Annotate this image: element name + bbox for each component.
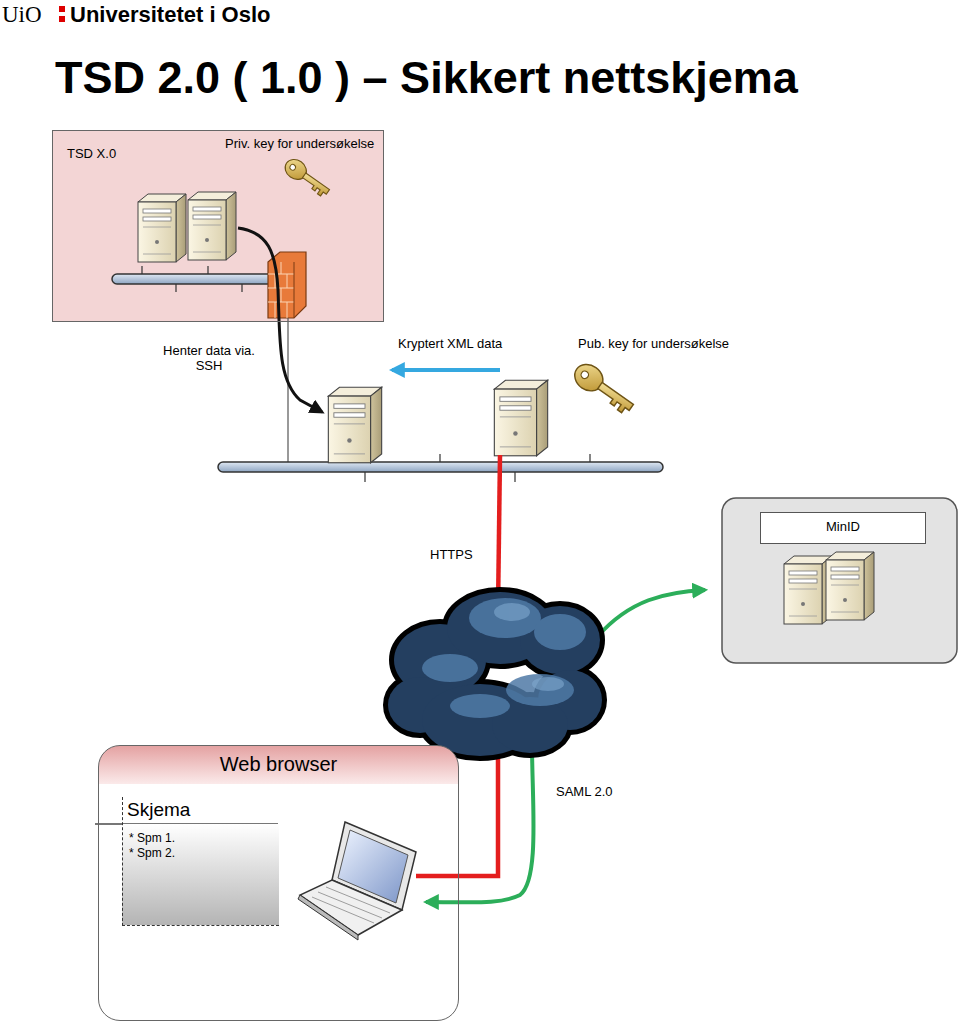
server xyxy=(328,387,381,463)
node-text: * Spm 2. xyxy=(129,847,175,861)
logo-dot xyxy=(59,6,65,12)
logo-name: Universitetet i Oslo xyxy=(70,2,271,27)
public-key xyxy=(570,359,639,417)
https-line xyxy=(498,455,500,610)
server xyxy=(494,380,547,456)
node-text: * Spm 1. xyxy=(129,832,175,846)
tsd-box: TSD X.0 Priv. key for undersøkelse xyxy=(52,130,384,322)
node-text: Skjema xyxy=(127,799,190,821)
server xyxy=(826,552,874,620)
firewall-link xyxy=(287,318,288,468)
ssh-label: Henter data via. SSH xyxy=(150,344,268,374)
tsd-region xyxy=(52,130,384,322)
ssh-arrow xyxy=(238,228,322,412)
key-label: Pub. key for undersøkelse xyxy=(578,337,729,352)
node-text: Priv. key for undersøkelse xyxy=(225,137,374,152)
saml-arrow xyxy=(598,590,705,636)
https-label: HTTPS xyxy=(430,548,473,563)
node-text: MinID xyxy=(761,520,925,535)
private-key xyxy=(281,155,333,199)
browser-box: Web browserSkjema * Spm 1.* Spm 2. xyxy=(98,745,459,1021)
node-text: Web browser xyxy=(99,753,458,776)
form-panel: Skjema * Spm 1.* Spm 2. xyxy=(122,797,279,926)
network-bus xyxy=(112,274,282,284)
saml-label: SAML 2.0 xyxy=(556,785,613,800)
logo-uio: UiO xyxy=(2,2,42,28)
network-bus xyxy=(218,462,663,472)
xml-label: Kryptert XML data xyxy=(398,337,502,352)
minid-region xyxy=(722,498,957,663)
server xyxy=(138,194,186,262)
node-text: TSD X.0 xyxy=(67,147,116,162)
internet-cloud xyxy=(386,590,604,758)
minid-box: MinID xyxy=(760,512,926,544)
server xyxy=(188,192,236,260)
logo-dot xyxy=(59,16,65,22)
page-title: TSD 2.0 ( 1.0 ) – Sikkert nettskjema xyxy=(55,52,798,104)
encrypted-data-arrow xyxy=(392,368,500,372)
server xyxy=(784,556,832,624)
